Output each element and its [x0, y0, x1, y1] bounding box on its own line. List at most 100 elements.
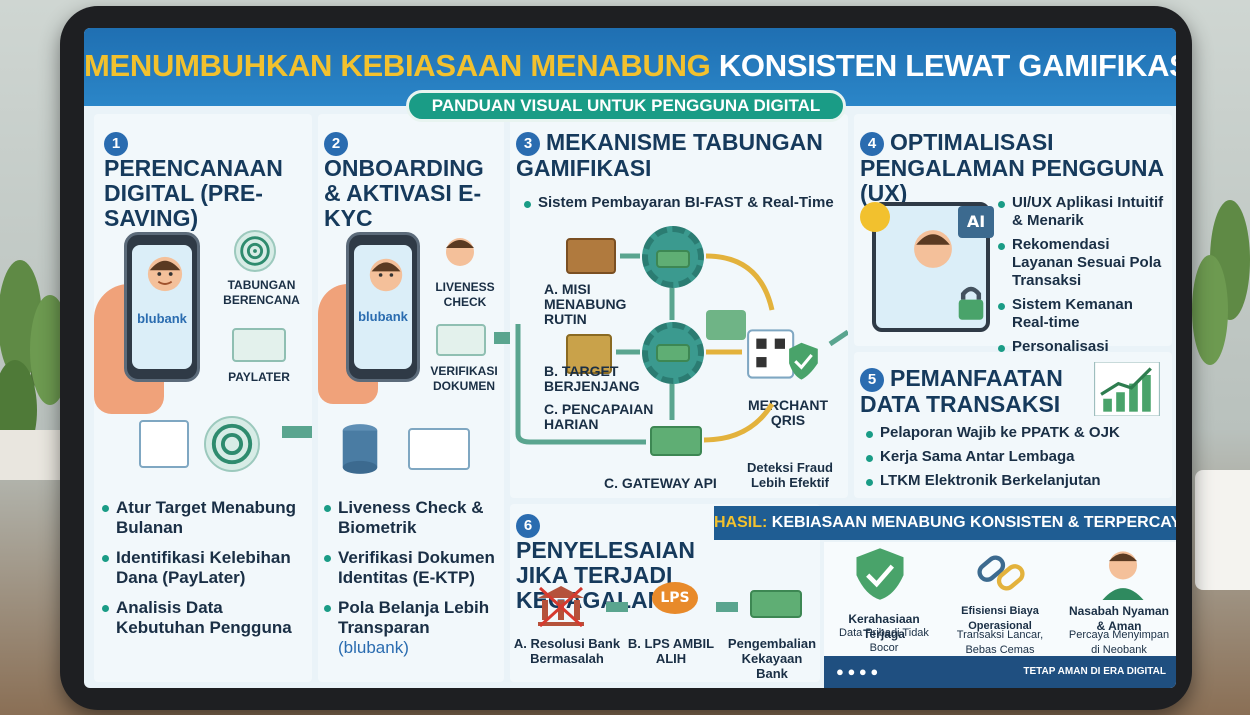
phone-brand: blubank	[137, 311, 187, 326]
chain-link-icon	[977, 555, 1025, 591]
merchant-label: MERCHANT QRIS	[747, 397, 829, 428]
section2-panel: 2ONBOARDING & AKTIVASI E-KYC blubank LIV…	[318, 114, 504, 682]
gateway-label: C. GATEWAY API	[604, 475, 717, 491]
list-item: UI/UX Aplikasi Intuitif & Menarik	[998, 194, 1170, 230]
phone-brand: blubank	[358, 309, 408, 324]
phone-illustration: blubank	[346, 232, 420, 382]
result-text: KEBIASAAN MENABUNG KONSISTEN & TERPERCAY…	[771, 514, 1176, 531]
section1-title: 1PERENCANAAN DIGITAL (PRE-SAVING)	[104, 130, 309, 231]
section5-number: 5	[860, 368, 884, 392]
title-part1: MENUMBUHKAN KEBIASAAN MENABUNG	[84, 48, 711, 83]
result-item-2-desc: Transaksi Lancar, Bebas Cemas	[956, 629, 1044, 656]
shield-check-icon	[856, 548, 904, 600]
ai-chip-icon: AI	[958, 206, 994, 238]
step6-c-label: Pengembalian Kekayaan Bank	[727, 636, 817, 681]
result-item-3-title: Nasabah Nyaman & Aman	[1068, 604, 1170, 633]
result-item-3-desc: Percaya Menyimpan di Neobank	[1068, 629, 1170, 656]
cash-icon	[656, 250, 690, 268]
title-part2: KONSISTEN LEWAT GAMIFIKASI NEOBANK	[718, 48, 1176, 83]
blubank-tag: (blubank)	[338, 638, 409, 657]
section2-bullets: Liveness Check & Biometrik Verifikasi Do…	[324, 498, 504, 668]
section3-top-bullet: Sistem Pembayaran BI-FAST & Real-Time	[524, 194, 844, 218]
section6-title: 6PENYELESAIAN JIKA TERJADI KEGAGALAN	[516, 512, 716, 613]
bank-crossed-icon	[538, 586, 584, 628]
section4-number: 4	[860, 132, 884, 156]
step6-a-label: A. Resolusi Bank Bermasalah	[513, 636, 621, 666]
list-item: Verifikasi Dokumen Identitas (E-KTP)	[324, 548, 504, 588]
header-banner: MENUMBUHKAN KEBIASAAN MENABUNG KONSISTEN…	[84, 28, 1176, 106]
id-verify-icon	[408, 428, 470, 470]
list-item: Kerja Sama Antar Lembaga	[866, 448, 1166, 466]
list-item: Pola Belanja Lebih Transparan (blubank)	[324, 598, 504, 658]
step6-b-label: B. LPS AMBIL ALIH	[627, 636, 715, 666]
section1-panel: 1PERENCANAAN DIGITAL (PRE-SAVING) bluban…	[94, 114, 312, 682]
result-item-2-title: Efisiensi Biaya Operasional	[961, 605, 1039, 632]
list-item: Analisis Data Kebutuhan Pengguna	[102, 598, 312, 638]
fraud-label: Deteksi Fraud Lebih Efektif	[747, 460, 833, 490]
result-bar: HASIL: KEBIASAAN MENABUNG KONSISTEN & TE…	[714, 506, 1176, 540]
result-label: HASIL:	[714, 514, 768, 531]
result-item-1-title: Kerahasiaan Terjaga	[848, 612, 920, 641]
list-item: Liveness Check & Biometrik	[324, 498, 504, 538]
section6-number: 6	[516, 514, 540, 538]
icon-label-paylater: PAYLATER	[228, 370, 290, 384]
cash-icon	[656, 344, 690, 362]
step-c-label: C. PENCAPAIAN HARIAN	[544, 401, 654, 432]
list-item: Rekomendasi Layanan Sesuai Pola Transaks…	[998, 236, 1170, 290]
result-item-1-desc: Data Pribadi Tidak Bocor	[839, 627, 929, 654]
user-face-icon	[914, 230, 952, 268]
step-a-label: A. MISI MENABUNG RUTIN	[544, 281, 627, 327]
arrow-6a	[606, 602, 628, 612]
face-scan-icon	[446, 238, 474, 266]
subtitle-pill: PANDUAN VISUAL UNTUK PENGGUNA DIGITAL	[406, 90, 846, 122]
footer-tagline: TETAP AMAN DI ERA DIGITAL	[1023, 666, 1166, 677]
section2-title: 2ONBOARDING & AKTIVASI E-KYC	[324, 130, 502, 231]
list-item: Sistem Pembayaran BI-FAST & Real-Time	[524, 194, 844, 212]
mug-decoration	[1195, 470, 1250, 590]
plant-decoration	[1192, 200, 1250, 365]
list-item: LTKM Elektronik Berkelanjutan	[866, 472, 1166, 490]
database-icon	[342, 424, 378, 474]
paylater-card-icon	[232, 328, 286, 362]
section1-bullets: Atur Target Menabung Bulanan Identifikas…	[102, 498, 312, 648]
list-item: Identifikasi Kelebihan Dana (PayLater)	[102, 548, 312, 588]
icon-label-tabungan: TABUNGAN BERENCANA	[223, 278, 300, 307]
phone-illustration: blubank	[124, 232, 200, 382]
lock-icon	[958, 286, 984, 320]
growth-chart-icon	[1094, 362, 1160, 416]
social-icons[interactable]: ● ● ● ●	[836, 664, 879, 679]
section6-panel: 6PENYELESAIAN JIKA TERJADI KEGAGALAN LPS…	[510, 504, 820, 682]
arrow-1-to-2	[282, 426, 312, 438]
section2-number: 2	[324, 132, 348, 156]
section5-bullets: Pelaporan Wajib ke PPATK & OJK Kerja Sam…	[866, 424, 1166, 496]
user-face-icon	[147, 256, 183, 292]
section3-number: 3	[516, 132, 540, 156]
cash-stack-icon	[750, 590, 802, 618]
list-item: Sistem Kemanan Real-time	[998, 296, 1170, 332]
qr-shield-icon	[747, 329, 818, 380]
cash-stack-icon	[650, 426, 702, 456]
icon-label-verifikasi: VERIFIKASI DOKUMEN	[430, 364, 498, 393]
money-stack-icon	[706, 310, 746, 340]
arrow-6b	[716, 602, 738, 612]
list-item: Atur Target Menabung Bulanan	[102, 498, 312, 538]
smiley-icon	[860, 202, 890, 232]
page-title: MENUMBUHKAN KEBIASAAN MENABUNG KONSISTEN…	[84, 48, 1176, 84]
target-icon	[234, 230, 276, 272]
icon-label-liveness: LIVENESS CHECK	[435, 280, 495, 309]
id-card-icon	[436, 324, 486, 356]
footer-bar: ● ● ● ● TETAP AMAN DI ERA DIGITAL	[824, 656, 1176, 688]
result-panel: Kerahasiaan Terjaga Data Pribadi Tidak B…	[824, 542, 1176, 656]
goal-target-icon	[204, 416, 260, 472]
treasure-chest-icon	[566, 238, 616, 274]
section1-number: 1	[104, 132, 128, 156]
user-face-icon	[369, 258, 403, 292]
lps-logo: LPS	[652, 582, 698, 614]
infographic-screen: MENUMBUHKAN KEBIASAAN MENABUNG KONSISTEN…	[84, 28, 1176, 688]
